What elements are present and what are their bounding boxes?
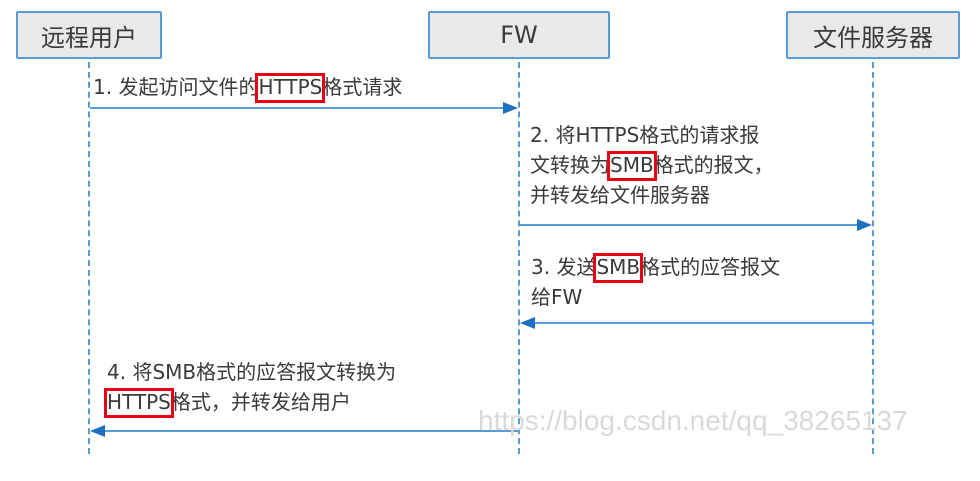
message-step-2: 2. 将HTTPS格式的请求报 文转换为SMB格式的报文， 并转发给文件服务器 [530, 120, 774, 210]
highlight-box: HTTPS [107, 390, 171, 414]
text: 并转发给文件服务器 [530, 183, 710, 207]
text: 4. 将SMB格式的应答报文转换为 [107, 360, 397, 384]
arrow-head-left-icon [90, 425, 105, 437]
highlight-box: SMB [596, 255, 641, 279]
message-step-3: 3. 发送SMB格式的应答报文 给FW [531, 252, 780, 312]
message-line: 4. 将SMB格式的应答报文转换为 [107, 357, 396, 387]
arrow-head-right-icon [503, 102, 518, 114]
text: 格式，并转发给用户 [170, 390, 351, 414]
actor-fw: FW [428, 11, 610, 59]
message-line: 3. 发送SMB格式的应答报文 [531, 252, 780, 282]
message-line: 2. 将HTTPS格式的请求报 [530, 120, 774, 150]
actor-label: 文件服务器 [813, 23, 933, 52]
text: 格式的报文， [653, 153, 774, 177]
watermark: https://blog.csdn.net/qq_38265137 [478, 405, 908, 436]
lifeline-file-server [872, 62, 874, 454]
message-step-4: 4. 将SMB格式的应答报文转换为 HTTPS格式，并转发给用户 [107, 357, 396, 417]
actor-label: 远程用户 [41, 23, 137, 52]
text: 3. 发送 [531, 255, 597, 279]
text: 格式请求 [322, 75, 403, 99]
text: 2. 将HTTPS格式的请求报 [530, 123, 760, 147]
message-line: 给FW [531, 282, 780, 312]
lifeline-fw [518, 62, 520, 454]
message-line: 1. 发起访问文件的HTTPS格式请求 [93, 72, 402, 102]
highlight-box: HTTPS [258, 75, 323, 99]
message-line: HTTPS格式，并转发给用户 [107, 387, 396, 417]
message-line: 文转换为SMB格式的报文， [530, 150, 774, 180]
text: 给FW [531, 285, 583, 309]
message-line: 并转发给文件服务器 [530, 180, 774, 210]
arrow-head-right-icon [857, 219, 872, 231]
message-step-1: 1. 发起访问文件的HTTPS格式请求 [93, 72, 402, 102]
actor-file-server: 文件服务器 [786, 11, 960, 59]
text: 1. 发起访问文件的 [93, 75, 259, 99]
text: 格式的应答报文 [640, 255, 781, 279]
text: 文转换为 [530, 153, 610, 177]
actor-label: FW [500, 21, 538, 49]
arrow-head-left-icon [520, 317, 535, 329]
lifeline-remote-user [88, 62, 90, 454]
highlight-box: SMB [610, 153, 654, 177]
actor-remote-user: 远程用户 [16, 11, 162, 59]
